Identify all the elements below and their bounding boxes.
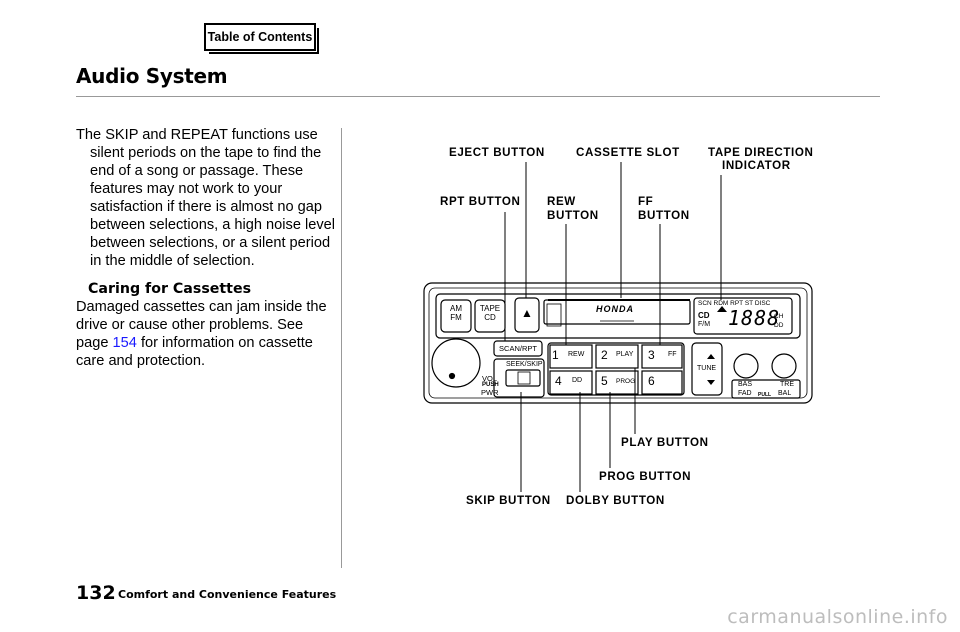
tape-direction-callout-2: INDICATOR bbox=[722, 159, 791, 172]
page-154-link[interactable]: 154 bbox=[112, 335, 137, 351]
display-cd-indicator: CD bbox=[698, 311, 710, 320]
cassette-care-paragraph: Damaged cassettes can jam inside the dri… bbox=[76, 299, 327, 369]
display-indicators: SCN RDM RPT ST DISC bbox=[698, 300, 771, 307]
table-of-contents-button[interactable]: Table of Contents bbox=[204, 23, 319, 54]
radio-outer-frame bbox=[423, 282, 813, 404]
dolby-button-callout: DOLBY BUTTON bbox=[566, 494, 665, 507]
column-divider bbox=[341, 128, 342, 568]
display-ch-indicator: CH bbox=[774, 313, 784, 320]
seek-skip-button bbox=[505, 369, 541, 387]
cassette-slot-callout: CASSETTE SLOT bbox=[576, 146, 680, 159]
seek-skip-label: SEEK/SKIP bbox=[506, 361, 543, 368]
scan-rpt-label: SCAN/RPT bbox=[499, 344, 537, 353]
tape-direction-callout-1: TAPE DIRECTION bbox=[708, 146, 814, 159]
eject-button bbox=[514, 297, 540, 333]
page-title: Audio System bbox=[76, 64, 228, 88]
scan-rpt-button bbox=[493, 340, 543, 357]
preset-4-label: DD bbox=[572, 377, 583, 384]
bas-label: BAS bbox=[738, 381, 753, 388]
tre-label: TRE bbox=[780, 381, 794, 388]
preset-2-button bbox=[595, 344, 639, 369]
honda-logo: HONDA bbox=[596, 304, 634, 314]
volume-knob bbox=[431, 338, 481, 388]
preset-6-num: 6 bbox=[648, 374, 655, 388]
preset-4-num: 4 bbox=[555, 374, 562, 388]
preset-1-num: 1 bbox=[552, 348, 559, 362]
display-digits: 1888 bbox=[728, 306, 781, 330]
rew-callout-2: BUTTON bbox=[547, 209, 599, 222]
bass-knob bbox=[733, 353, 759, 379]
section-footer: Comfort and Convenience Features bbox=[118, 588, 337, 601]
rew-callout-1: REW bbox=[547, 195, 576, 208]
preset-5-num: 5 bbox=[601, 374, 608, 388]
preset-3-num: 3 bbox=[648, 348, 655, 362]
prog-button-callout: PROG BUTTON bbox=[599, 470, 692, 483]
pull-label: PULL bbox=[758, 392, 772, 398]
page-number: 132 bbox=[76, 582, 116, 604]
title-divider bbox=[76, 96, 880, 97]
play-button-callout: PLAY BUTTON bbox=[621, 436, 709, 449]
watermark: carmanualsonline.info bbox=[727, 606, 948, 628]
display-dd-indicator: DD bbox=[774, 322, 784, 329]
preset-5-label: PROG bbox=[616, 378, 636, 385]
preset-6-button bbox=[641, 370, 683, 395]
display-fm-indicator: F/M bbox=[698, 321, 711, 328]
eject-icon: ▲ bbox=[521, 306, 533, 320]
pwr-label: PWR bbox=[481, 388, 499, 397]
preset-3-label: FF bbox=[668, 351, 677, 358]
ff-callout-2: BUTTON bbox=[638, 209, 690, 222]
treble-knob bbox=[771, 353, 797, 379]
preset-2-label: PLAY bbox=[616, 351, 634, 358]
bal-label: BAL bbox=[778, 390, 792, 397]
tune-rocker bbox=[691, 342, 723, 396]
preset-1-label: REW bbox=[568, 351, 585, 358]
body-text: The SKIP and REPEAT functions use silent… bbox=[76, 126, 338, 370]
eject-button-callout: EJECT BUTTON bbox=[449, 146, 545, 159]
fad-label: FAD bbox=[738, 390, 752, 397]
am-fm-button bbox=[440, 299, 472, 333]
preset-3-button bbox=[641, 344, 683, 369]
caring-heading: Caring for Cassettes bbox=[88, 281, 252, 297]
preset-1-button bbox=[549, 344, 593, 369]
preset-5-button bbox=[595, 370, 639, 395]
skip-button-callout: SKIP BUTTON bbox=[466, 494, 551, 507]
display-window bbox=[693, 297, 793, 335]
skip-repeat-paragraph: The SKIP and REPEAT functions use silent… bbox=[76, 127, 336, 269]
push-label: PUSH bbox=[482, 382, 499, 388]
rpt-button-callout: RPT BUTTON bbox=[440, 195, 521, 208]
tune-label: TUNE bbox=[697, 365, 717, 372]
ff-callout-1: FF bbox=[638, 195, 654, 208]
preset-4-button bbox=[549, 370, 593, 395]
preset-2-num: 2 bbox=[601, 348, 608, 362]
vol-label: VOL bbox=[482, 374, 498, 383]
